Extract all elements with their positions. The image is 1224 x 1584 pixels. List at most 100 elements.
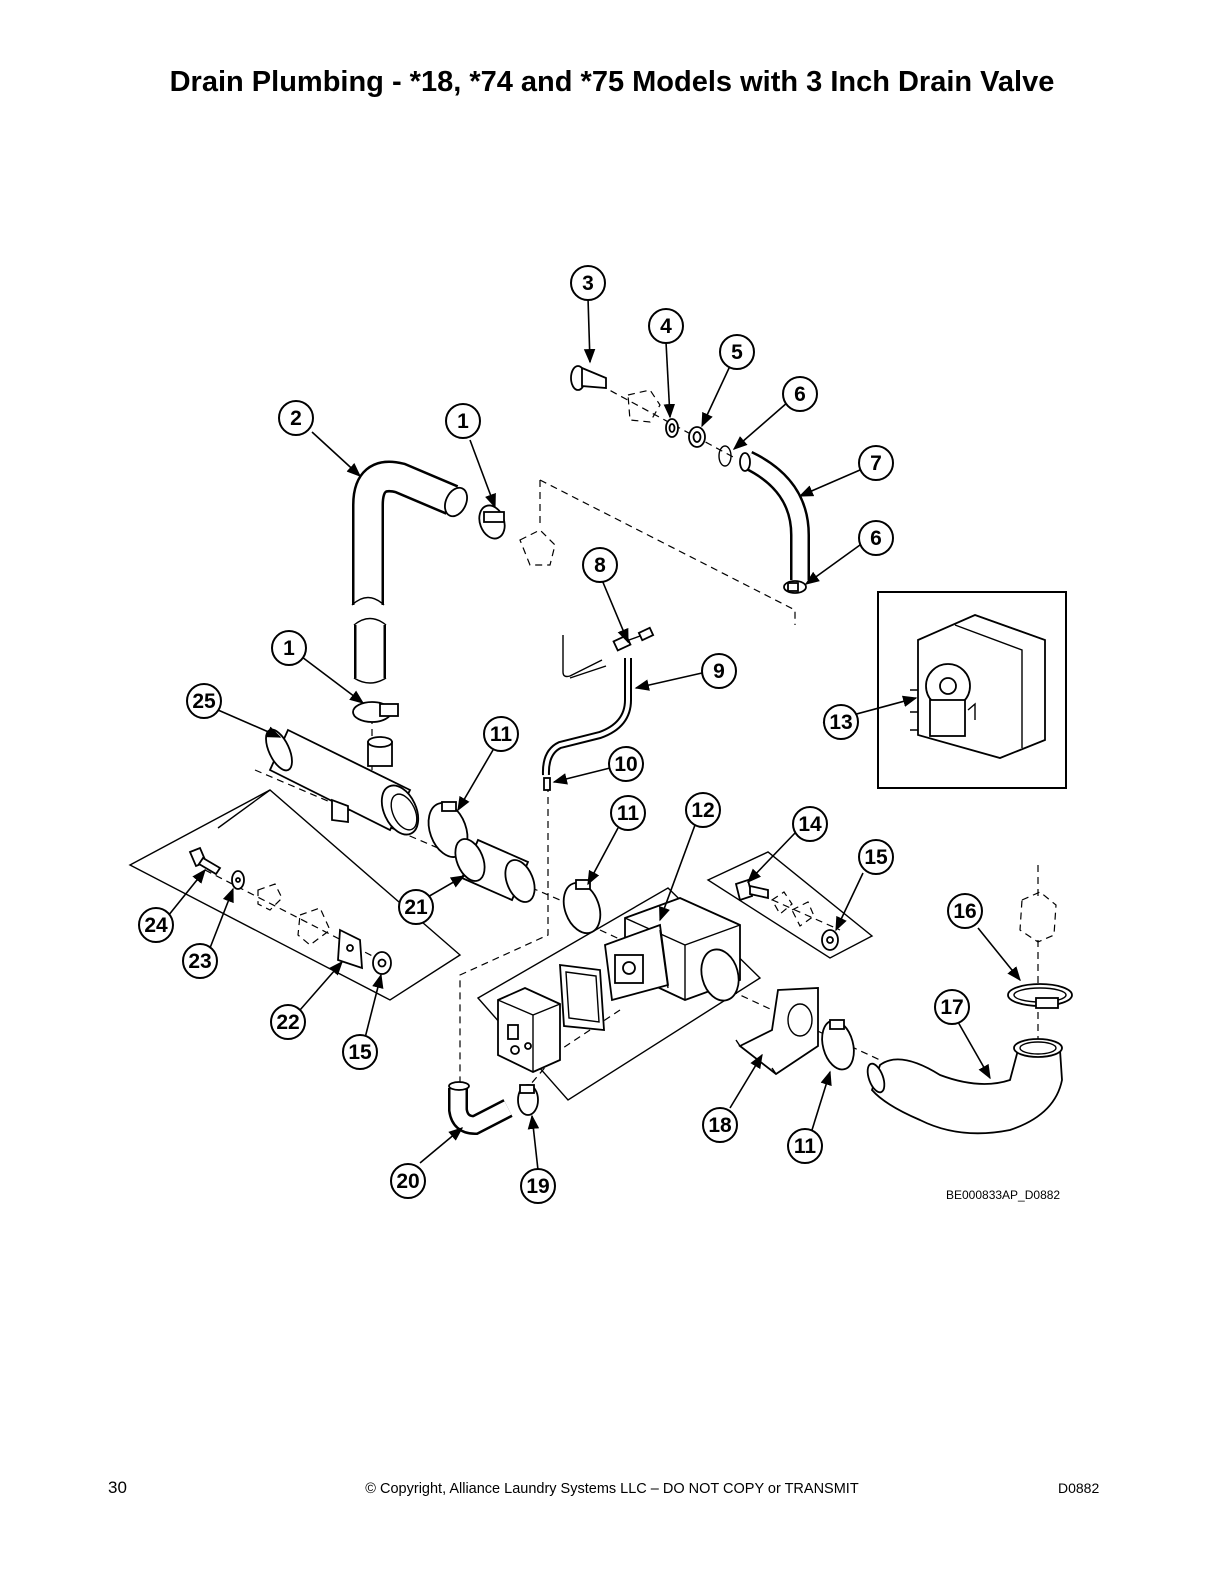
document-code: D0882 bbox=[1058, 1480, 1100, 1496]
callout-15-upper: 15 bbox=[858, 839, 894, 875]
hose-clamp-part-16 bbox=[1007, 983, 1073, 1009]
inset-frame-part-13 bbox=[877, 591, 1067, 789]
svg-text:11: 11 bbox=[490, 723, 513, 746]
svg-text:10: 10 bbox=[614, 753, 637, 776]
page-title: Drain Plumbing - *18, *74 and *75 Models… bbox=[169, 66, 1055, 98]
svg-text:16: 16 bbox=[953, 900, 976, 923]
tube-part-25 bbox=[265, 728, 420, 836]
svg-text:23: 23 bbox=[188, 950, 211, 973]
svg-text:11: 11 bbox=[794, 1135, 817, 1158]
fitting-part-10 bbox=[543, 777, 551, 791]
hose-clamp-part-1-lower bbox=[352, 701, 399, 723]
tee-outline bbox=[519, 529, 556, 566]
bracket-outline-left bbox=[297, 907, 331, 946]
svg-text:14: 14 bbox=[798, 813, 822, 836]
nut-outline bbox=[627, 389, 661, 423]
callout-11-a: 11 bbox=[483, 716, 519, 752]
hose-part-2-lower bbox=[353, 617, 387, 684]
svg-text:3: 3 bbox=[582, 272, 594, 295]
nut-part-15-lower bbox=[372, 951, 392, 975]
callout-23: 23 bbox=[182, 943, 218, 979]
svg-text:9: 9 bbox=[713, 660, 725, 683]
hose-clamp-bracket-plate bbox=[128, 789, 462, 1001]
elbow-hose-part-20 bbox=[448, 1081, 513, 1136]
svg-text:25: 25 bbox=[192, 690, 216, 713]
hose-part-7 bbox=[739, 450, 810, 580]
svg-text:2: 2 bbox=[290, 407, 302, 430]
drain-valve-part-12 bbox=[604, 897, 741, 1002]
callout-15-lower: 15 bbox=[342, 1034, 378, 1070]
callout-1-upper: 1 bbox=[445, 403, 481, 439]
fitting-outline-16 bbox=[1019, 891, 1057, 943]
svg-text:20: 20 bbox=[396, 1170, 419, 1193]
callout-19: 19 bbox=[520, 1168, 556, 1204]
svg-text:12: 12 bbox=[691, 799, 714, 822]
svg-text:18: 18 bbox=[708, 1114, 732, 1137]
callout-10: 10 bbox=[608, 746, 644, 782]
callout-14: 14 bbox=[792, 806, 828, 842]
callout-8: 8 bbox=[582, 547, 618, 583]
callout-4: 4 bbox=[648, 308, 684, 344]
svg-text:6: 6 bbox=[870, 527, 882, 550]
hose-clamp-part-19 bbox=[517, 1084, 539, 1116]
callout-20: 20 bbox=[390, 1163, 426, 1199]
callout-12: 12 bbox=[685, 792, 721, 828]
fastener-outline-a bbox=[771, 891, 793, 915]
nut-outline-left bbox=[257, 883, 283, 911]
nut-part-5 bbox=[688, 426, 706, 448]
bracket-part-22 bbox=[337, 928, 363, 970]
elbow-hose-part-17 bbox=[866, 1038, 1063, 1135]
bolt-part-24 bbox=[188, 846, 222, 876]
svg-text:6: 6 bbox=[794, 383, 806, 406]
copyright-notice: © Copyright, Alliance Laundry Systems LL… bbox=[365, 1481, 859, 1497]
callout-6-upper: 6 bbox=[782, 376, 818, 412]
svg-text:15: 15 bbox=[864, 846, 888, 869]
svg-text:21: 21 bbox=[404, 896, 428, 919]
callout-11-c: 11 bbox=[787, 1128, 823, 1164]
svg-text:17: 17 bbox=[940, 996, 963, 1019]
coupling-part-21 bbox=[454, 838, 536, 903]
clamp-part-6-upper bbox=[718, 445, 732, 467]
callout-13: 13 bbox=[823, 704, 859, 740]
callout-17: 17 bbox=[934, 989, 970, 1025]
bracket-part-18 bbox=[735, 987, 819, 1076]
clamp-part-11-b bbox=[562, 879, 602, 935]
svg-text:8: 8 bbox=[594, 554, 606, 577]
callout-22: 22 bbox=[270, 1004, 306, 1040]
svg-text:4: 4 bbox=[660, 315, 672, 338]
hose-part-2 bbox=[351, 460, 468, 606]
callout-21: 21 bbox=[398, 889, 434, 925]
nut-part-15-upper bbox=[821, 929, 839, 951]
svg-text:11: 11 bbox=[617, 802, 640, 825]
callout-2: 2 bbox=[278, 400, 314, 436]
callout-5: 5 bbox=[719, 334, 755, 370]
page-number: 30 bbox=[108, 1478, 127, 1497]
callout-1-lower: 1 bbox=[271, 630, 307, 666]
svg-text:15: 15 bbox=[348, 1041, 372, 1064]
svg-text:22: 22 bbox=[276, 1011, 299, 1034]
callout-24: 24 bbox=[138, 907, 174, 943]
fastener-plate bbox=[706, 851, 874, 959]
valve-cover bbox=[559, 963, 605, 1032]
svg-text:5: 5 bbox=[731, 341, 743, 364]
clamp-part-11-c bbox=[821, 1019, 855, 1071]
callout-7: 7 bbox=[858, 445, 894, 481]
tube-part-9 bbox=[541, 658, 632, 776]
callout-3: 3 bbox=[570, 265, 606, 301]
callout-6-lower: 6 bbox=[858, 520, 894, 556]
callout-11-b: 11 bbox=[610, 795, 646, 831]
fastener-outline-b bbox=[791, 901, 815, 927]
svg-text:7: 7 bbox=[870, 452, 882, 475]
washer-part-23 bbox=[231, 870, 245, 890]
svg-text:1: 1 bbox=[457, 410, 469, 433]
callout-25: 25 bbox=[186, 683, 222, 719]
valve-box bbox=[497, 987, 561, 1073]
svg-text:1: 1 bbox=[283, 637, 295, 660]
bolt-part-3 bbox=[570, 365, 607, 391]
svg-text:19: 19 bbox=[526, 1175, 549, 1198]
bolt-part-14 bbox=[734, 878, 769, 902]
callout-18: 18 bbox=[702, 1107, 738, 1143]
hose-clamp-part-1-upper bbox=[478, 504, 506, 540]
svg-text:13: 13 bbox=[829, 711, 852, 734]
